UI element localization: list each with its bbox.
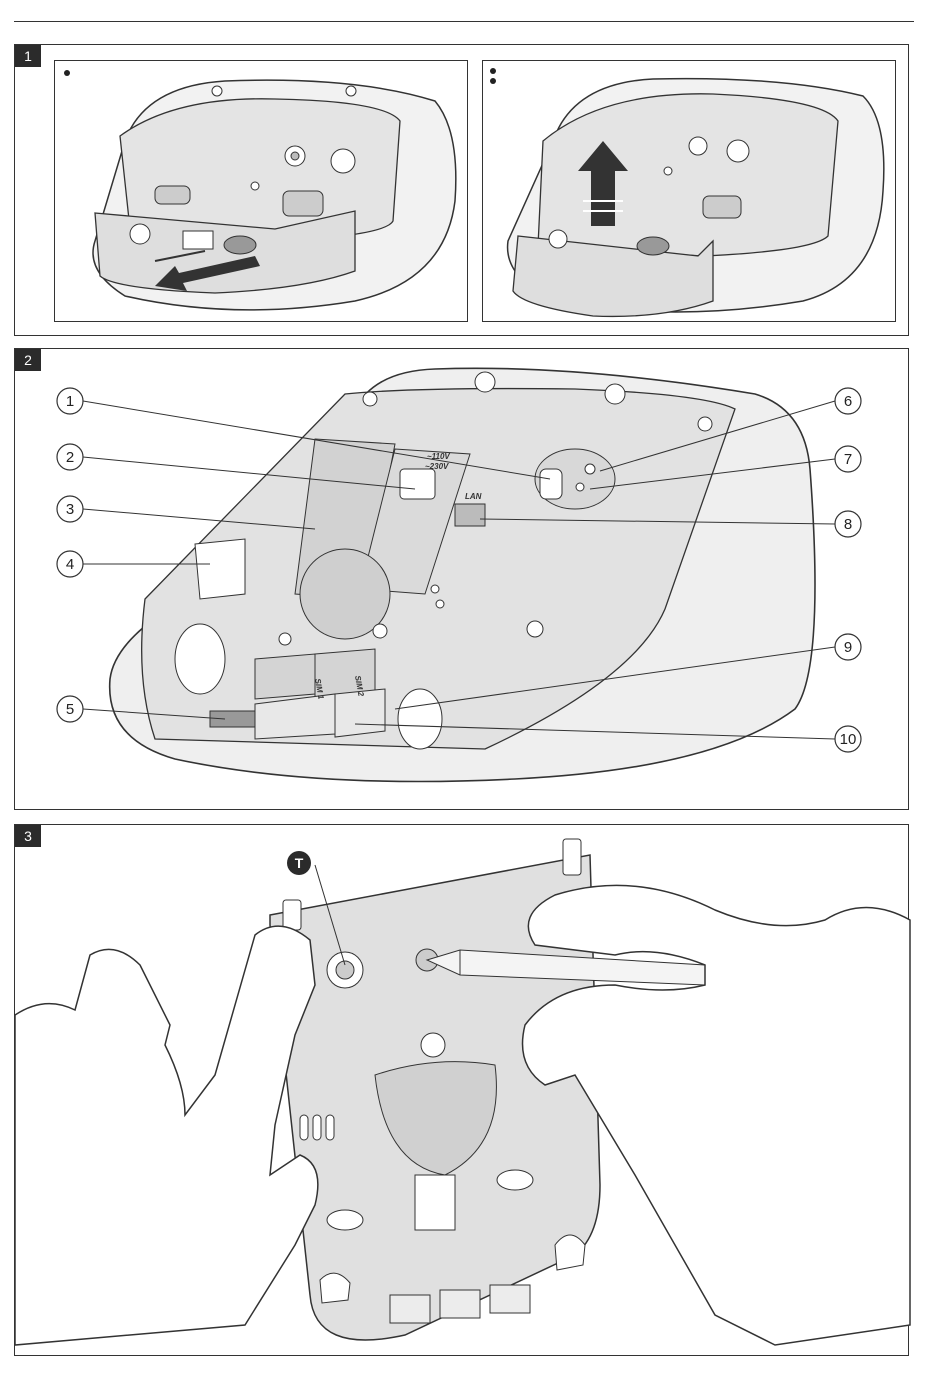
page-top-rule: [14, 21, 914, 22]
callout-5: 5: [57, 696, 83, 722]
callout-6: 6: [835, 388, 861, 414]
svg-text:1: 1: [66, 393, 74, 410]
svg-text:4: 4: [66, 556, 74, 573]
device-back-cover-removal-illustration: [55, 61, 469, 323]
callout-8: 8: [835, 511, 861, 537]
tamper-marker: T: [287, 851, 311, 875]
callout-4: 4: [57, 551, 83, 577]
device-back-cover-lift-illustration: [483, 61, 897, 323]
svg-text:2: 2: [66, 449, 74, 466]
device-interior-components-illustration: ~110V ~230V LAN SIM 1 SIM 2 1 2: [15, 349, 910, 811]
callout-2: 2: [57, 444, 83, 470]
panel-number-badge: 1: [15, 45, 41, 67]
svg-text:T: T: [295, 855, 304, 871]
svg-text:9: 9: [844, 639, 852, 656]
step-2-subpanel: [482, 60, 896, 322]
voltage-label-230v: ~230V: [425, 462, 449, 471]
lan-port-label: LAN: [465, 492, 482, 501]
svg-text:3: 3: [66, 501, 74, 518]
mounting-plate-marking-illustration: T: [15, 825, 910, 1357]
svg-text:7: 7: [844, 451, 852, 468]
svg-text:10: 10: [840, 731, 857, 748]
figure-panel-2: 2: [14, 348, 909, 810]
svg-text:8: 8: [844, 516, 852, 533]
callout-7: 7: [835, 446, 861, 472]
left-hand-drawing: [15, 926, 318, 1345]
figure-panel-1: 1: [14, 44, 909, 336]
callout-9: 9: [835, 634, 861, 660]
callout-1: 1: [57, 388, 83, 414]
callout-10: 10: [835, 726, 861, 752]
svg-text:6: 6: [844, 393, 852, 410]
svg-text:5: 5: [66, 701, 74, 718]
figure-panel-3: 3 T: [14, 824, 909, 1356]
voltage-label-110v: ~110V: [427, 452, 450, 461]
step-1-subpanel: [54, 60, 468, 322]
callout-3: 3: [57, 496, 83, 522]
